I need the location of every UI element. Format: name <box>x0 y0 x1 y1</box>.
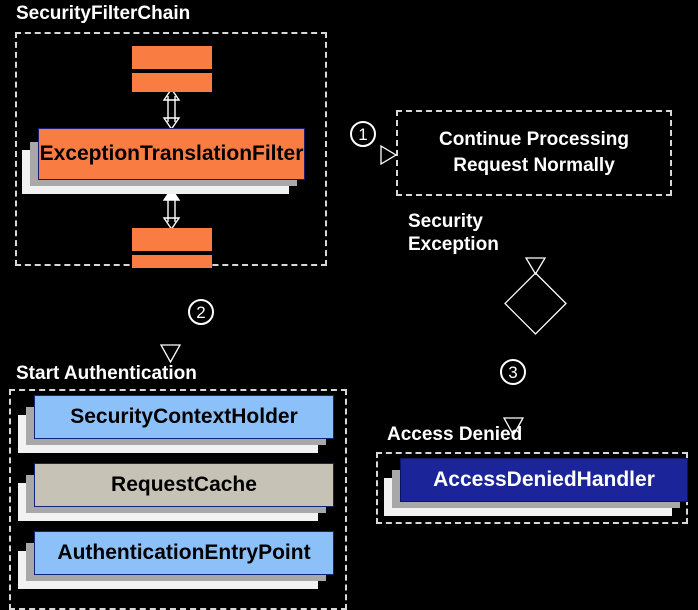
filter-bar-3[interactable] <box>132 228 212 251</box>
exception-translation-filter-stack[interactable]: ExceptionTranslationFilter <box>22 128 312 198</box>
filter-bar-4[interactable] <box>132 255 212 268</box>
access-denied-handler-stack[interactable]: AccessDeniedHandler <box>384 458 688 523</box>
group-title-start-authentication: Start Authentication <box>16 363 197 384</box>
authentication-entry-point-box[interactable]: AuthenticationEntryPoint <box>34 531 334 575</box>
filter-bar-1[interactable] <box>132 46 212 69</box>
exception-translation-filter-box[interactable]: ExceptionTranslationFilter <box>38 128 305 180</box>
group-title-security-filter-chain: SecurityFilterChain <box>16 3 191 24</box>
group-continue-processing <box>396 110 672 196</box>
request-cache-stack[interactable]: RequestCache <box>18 463 338 528</box>
access-denied-handler-box[interactable]: AccessDeniedHandler <box>400 458 688 502</box>
step-number-three: 3 <box>500 359 526 385</box>
continue-processing-line-2: Request Normally <box>453 155 615 176</box>
authentication-entry-point-stack[interactable]: AuthenticationEntryPoint <box>18 531 338 596</box>
request-cache-box[interactable]: RequestCache <box>34 463 334 507</box>
group-start-authentication <box>9 389 347 610</box>
continue-processing-line-1: Continue Processing <box>438 129 630 150</box>
security-context-holder-box[interactable]: SecurityContextHolder <box>34 395 334 439</box>
step-number-one: 1 <box>350 121 376 147</box>
group-title-access-denied: Access Denied <box>387 424 523 445</box>
arrowhead-step-one <box>380 144 398 166</box>
step-number-two: 2 <box>188 299 214 325</box>
security-exception-connector <box>504 257 567 335</box>
security-exception-label: Security Exception <box>408 211 499 255</box>
continue-processing-label: Continue Processing Request Normally <box>402 118 666 188</box>
filter-bar-2[interactable] <box>132 73 212 92</box>
security-context-holder-stack[interactable]: SecurityContextHolder <box>18 395 338 460</box>
arrowhead-step-two <box>159 344 182 364</box>
